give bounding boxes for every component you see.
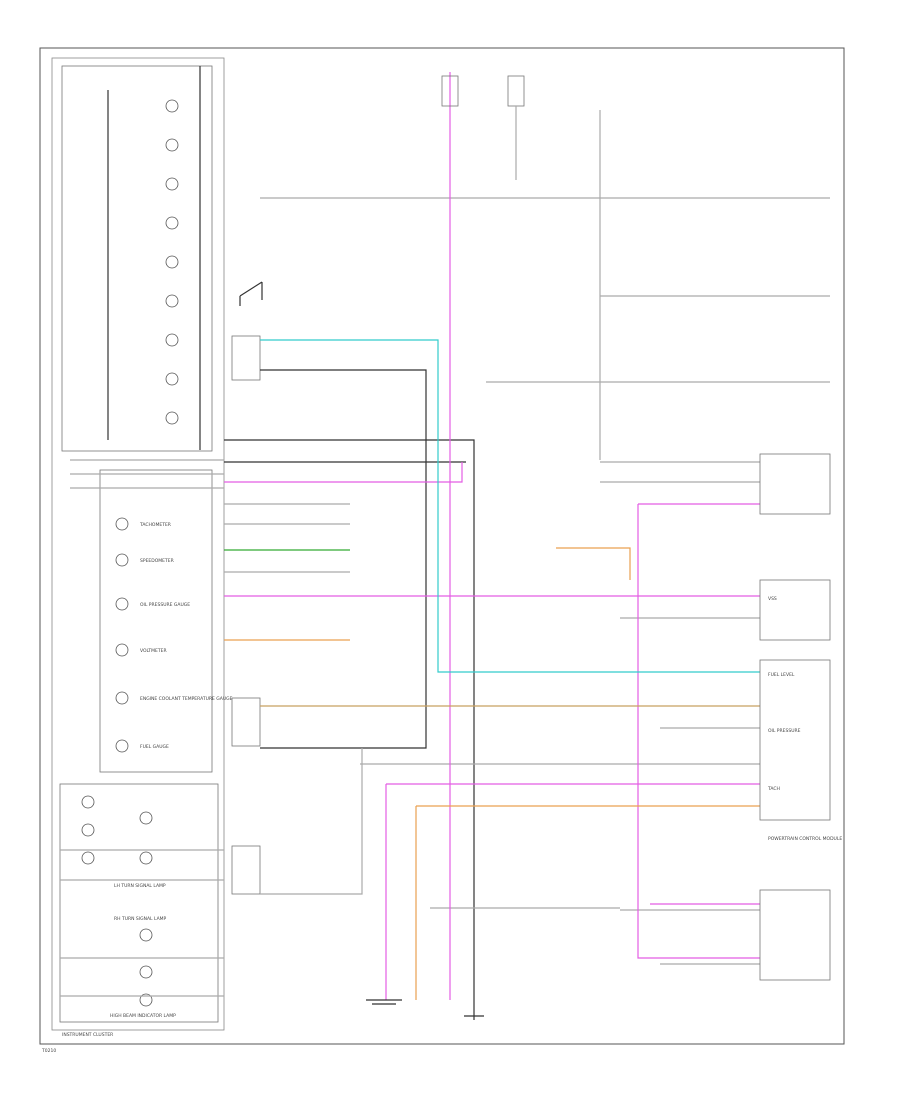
lamp-icon [165, 372, 179, 386]
gauge-icon [115, 739, 129, 753]
diagram-border [39, 47, 845, 1045]
lamp-icon [139, 993, 153, 1007]
wire-black [260, 369, 427, 749]
right-label: OIL PRESSURE [768, 728, 801, 734]
wire-pink [637, 504, 760, 959]
wire-black [260, 748, 363, 895]
sensor-box [231, 845, 261, 895]
indicator-lamp-row: LH TURN SIGNAL LAMP RH TURN SIGNAL LAMP … [81, 795, 176, 1019]
lamp-label: RH TURN SIGNAL LAMP [114, 916, 167, 922]
gauge-icon [115, 517, 129, 531]
wire-orange [556, 547, 631, 580]
gauge-label: SPEEDOMETER [140, 558, 174, 564]
lamp-icon [81, 851, 95, 865]
lamp-icon [165, 294, 179, 308]
warning-lamp-row [165, 99, 179, 425]
fuse-block [231, 335, 261, 381]
lamp-icon [139, 851, 153, 865]
lamp-icon [165, 411, 179, 425]
indicator-lamps-box [59, 783, 219, 1023]
gauge-row: TACHOMETER SPEEDOMETER OIL PRESSURE GAUG… [115, 517, 233, 753]
gauge-icon [115, 553, 129, 567]
gauge-label: ENGINE COOLANT TEMPERATURE GAUGE [140, 696, 233, 702]
right-label: TACH [767, 786, 780, 792]
lamp-label: LH TURN SIGNAL LAMP [114, 883, 166, 889]
lamp-icon [165, 177, 179, 191]
lamp-icon [81, 795, 95, 809]
lamp-icon [139, 811, 153, 825]
gauge-icon [115, 691, 129, 705]
ground-icon [366, 999, 402, 1005]
gauge-label: FUEL GAUGE [140, 744, 169, 750]
connector-box [759, 579, 831, 641]
lamp-icon [165, 255, 179, 269]
right-label: POWERTRAIN CONTROL MODULE [768, 836, 842, 842]
right-label: FUEL LEVEL [768, 672, 795, 678]
fuse-icon [441, 75, 459, 107]
wire-pink [224, 462, 463, 483]
lamp-icon [165, 216, 179, 230]
lamp-label: HIGH BEAM INDICATOR LAMP [110, 1013, 176, 1019]
ignition-switch [239, 281, 263, 306]
instrument-cluster-outline [51, 57, 225, 1031]
lamp-icon [165, 333, 179, 347]
lamp-icon [165, 99, 179, 113]
wire-cyan [260, 339, 760, 673]
connector-box [759, 659, 831, 821]
wire-black [224, 439, 475, 1020]
lamp-icon [139, 965, 153, 979]
switch-box [231, 697, 261, 747]
gauge-label: TACHOMETER [139, 522, 171, 528]
connector-box [759, 889, 831, 981]
gauges-box [99, 469, 213, 773]
gauge-icon [115, 643, 129, 657]
gauge-label: OIL PRESSURE GAUGE [140, 602, 190, 608]
connector-box [759, 453, 831, 515]
page-code: T0210 [41, 1048, 56, 1054]
gauge-icon [115, 597, 129, 611]
footer-label: INSTRUMENT CLUSTER [62, 1032, 113, 1038]
fuse-icon [507, 75, 525, 107]
lamp-icon [165, 138, 179, 152]
right-label: VSS [768, 596, 777, 602]
warning-lamps-box [61, 65, 213, 452]
lamp-icon [81, 823, 95, 837]
lamp-icon [139, 928, 153, 942]
gauge-label: VOLTMETER [140, 648, 167, 654]
